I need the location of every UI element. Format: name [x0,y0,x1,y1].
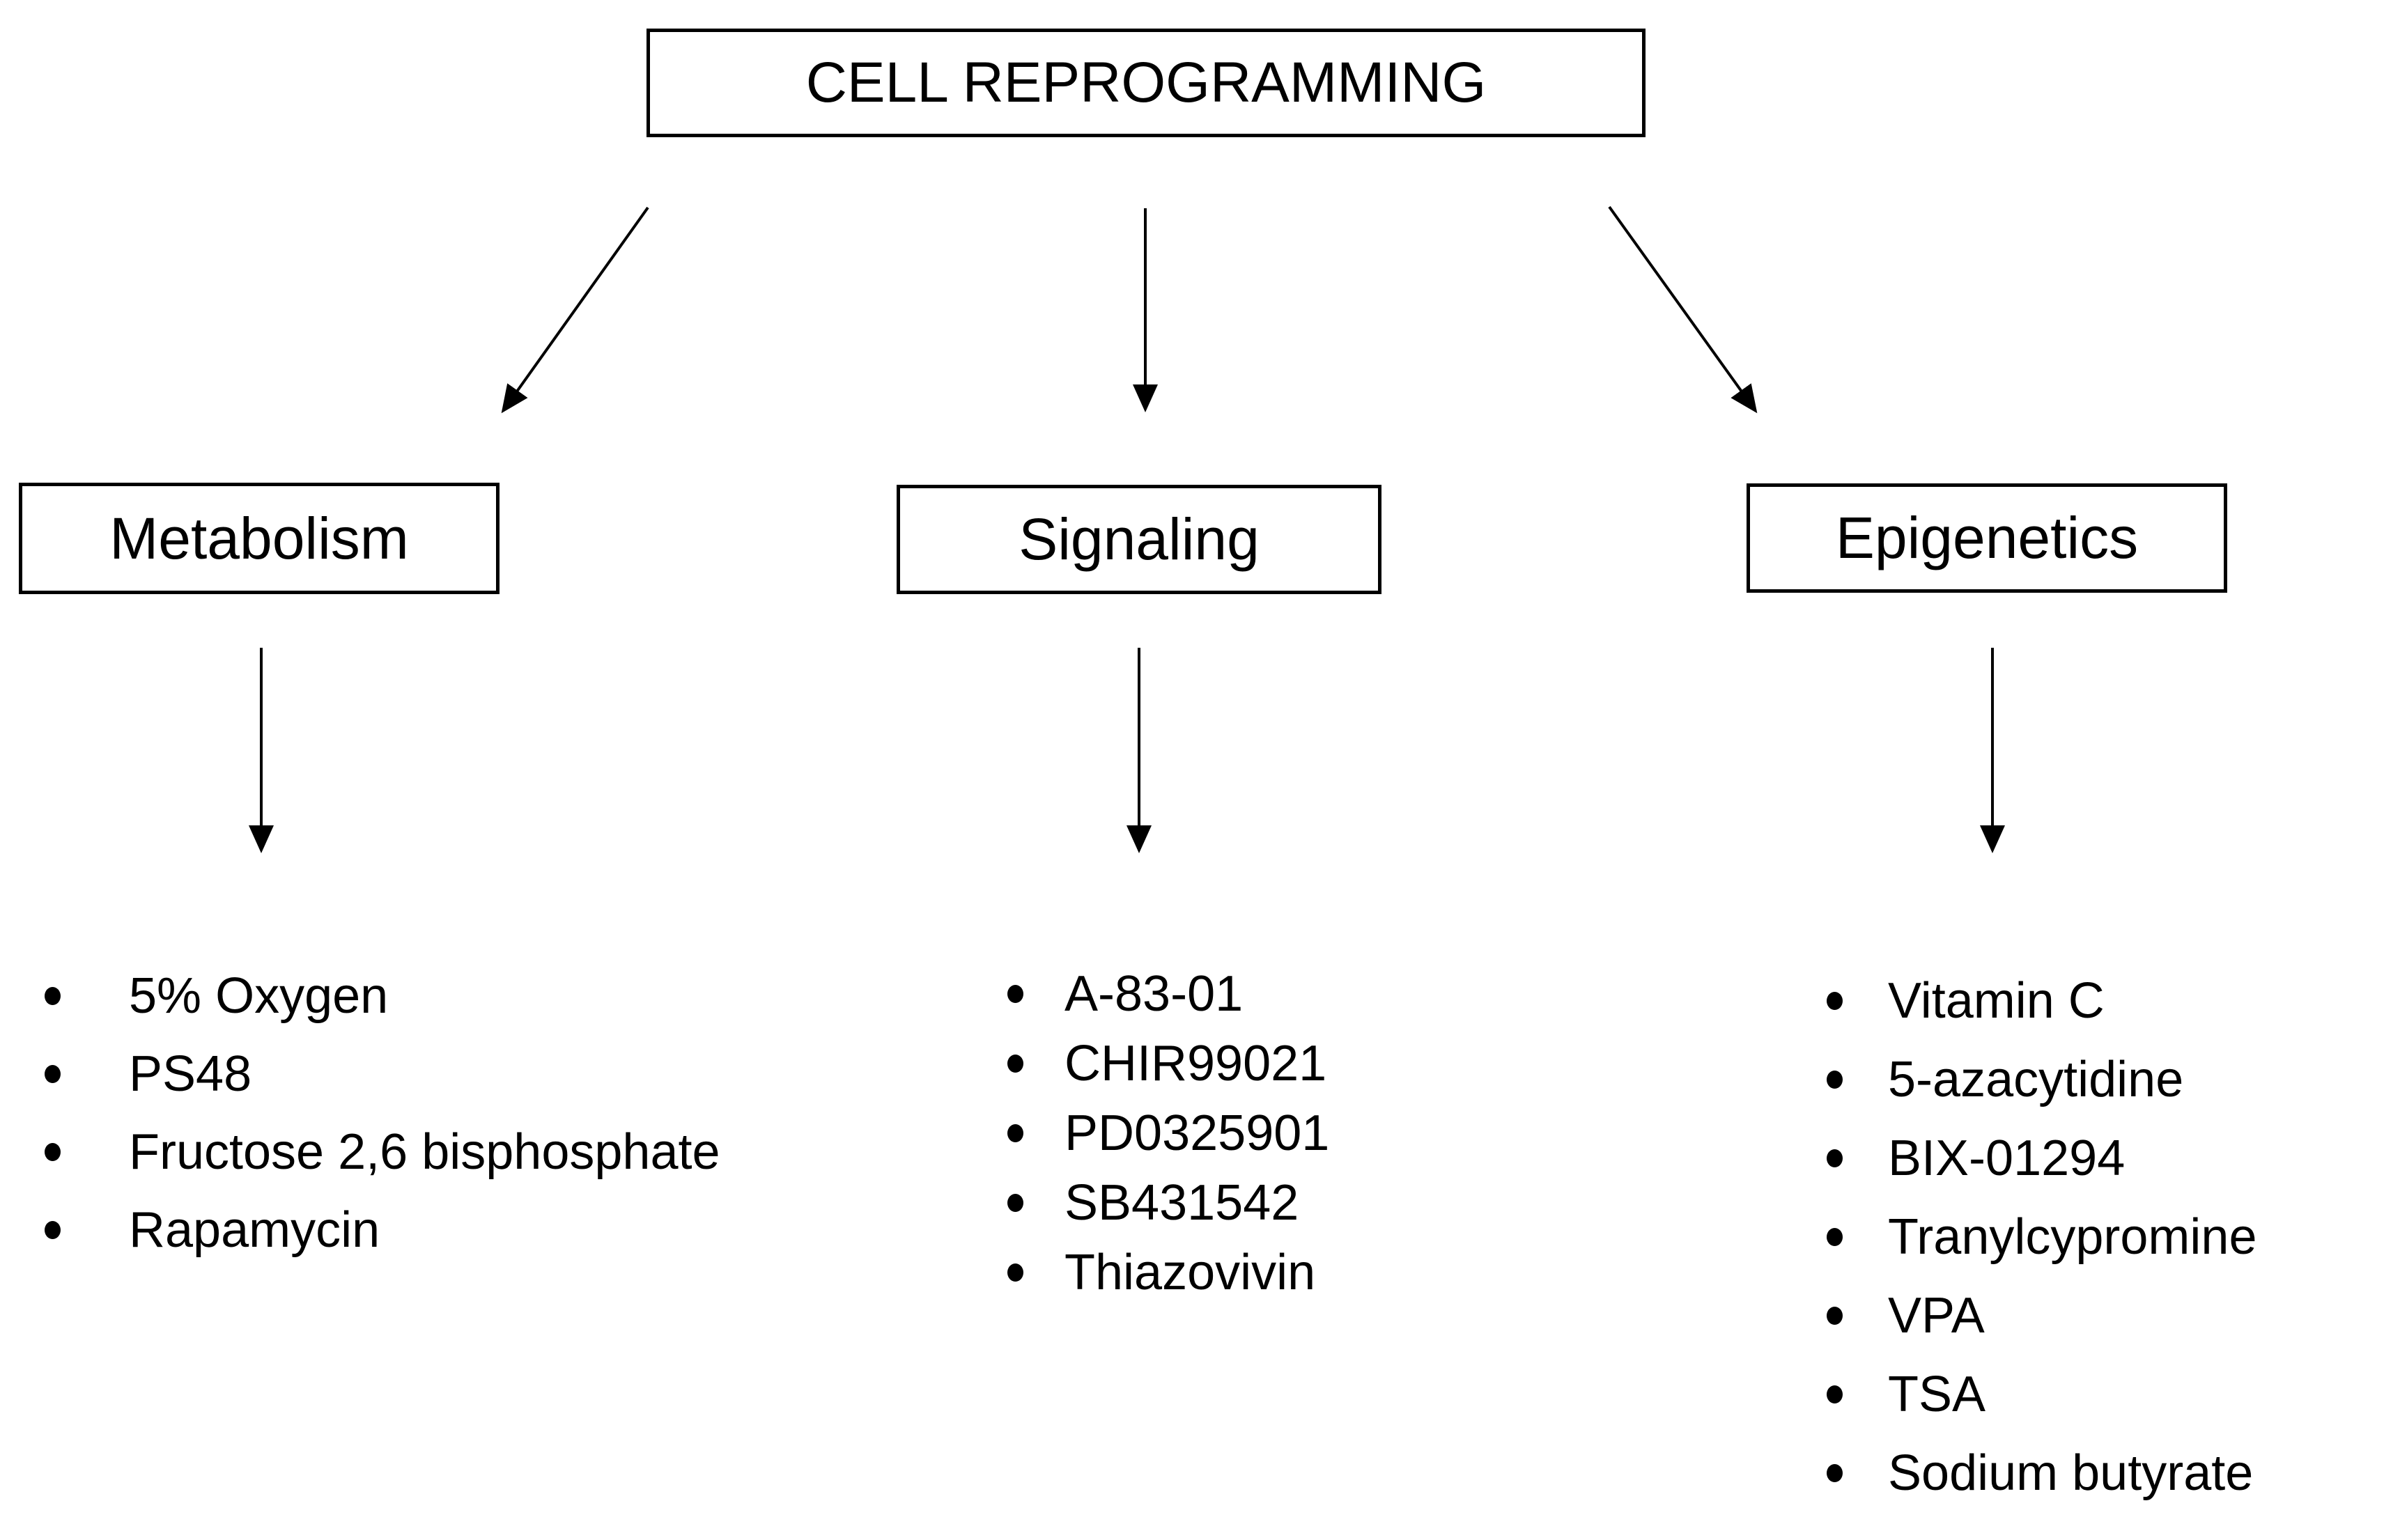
title-label: CELL REPROGRAMMING [805,51,1487,114]
list-item: PD0325901 [1007,1098,1329,1168]
list-item: SB431542 [1007,1168,1329,1238]
list-item: TSA [1827,1355,2257,1433]
list-item: Vitamin C [1827,961,2257,1040]
list-item: Sodium butyrate [1827,1433,2257,1512]
list-item: VPA [1827,1276,2257,1355]
list-item: Rapamycin [45,1191,720,1269]
list-item: PS48 [45,1035,720,1113]
arrow-title-to-epigenetics [1608,205,1758,414]
branch-box-metabolism: Metabolism [19,483,500,594]
branch-label-metabolism: Metabolism [109,505,409,571]
branch-box-signaling: Signaling [897,485,1381,594]
branch-box-epigenetics: Epigenetics [1747,483,2227,593]
list-item: 5% Oxygen [45,957,720,1035]
branch-label-epigenetics: Epigenetics [1835,505,2139,570]
list-item: Fructose 2,6 bisphosphate [45,1113,720,1191]
list-item: Tranylcypromine [1827,1197,2257,1276]
list-item: CHIR99021 [1007,1029,1329,1098]
list-item: Thiazovivin [1007,1238,1329,1307]
list-item: 5-azacytidine [1827,1040,2257,1119]
title-box: CELL REPROGRAMMING [647,29,1646,137]
branch-label-signaling: Signaling [1019,506,1260,572]
list-item: BIX-01294 [1827,1119,2257,1197]
list-item: A-83-01 [1007,959,1329,1029]
arrow-title-to-metabolism [501,206,649,414]
